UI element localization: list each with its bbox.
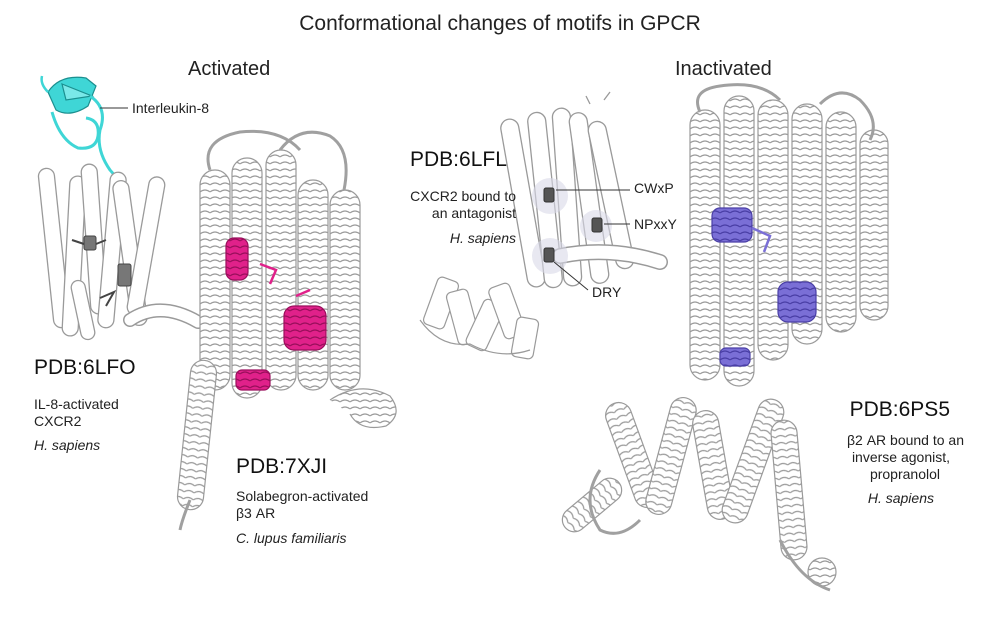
desc-7xji-line2: β3 AR (236, 505, 276, 521)
7xji-loops (178, 129, 348, 531)
6lfl-callout-lines (553, 189, 630, 291)
desc-6lfo-line2: CXCR2 (34, 413, 82, 429)
desc-6ps5-line3: propranolol (869, 466, 940, 482)
7xji-motifs (225, 237, 327, 391)
section-activated: Activated (188, 58, 271, 80)
6ps5-motifs (711, 207, 817, 367)
pdb-6lfl: PDB:6LFL (410, 148, 507, 171)
7xji-helix-bundle (176, 149, 397, 511)
desc-7xji-line1: Solabegron-activated (236, 488, 369, 504)
structure-6ps5 (561, 83, 889, 592)
section-inactivated: Inactivated (675, 58, 772, 80)
label-dry: DRY (592, 284, 622, 300)
structure-6lfo (37, 75, 205, 341)
structure-7xji (176, 129, 397, 531)
label-npxxy: NPxxY (634, 216, 677, 232)
desc-6lfl-line1: CXCR2 bound to (410, 188, 516, 204)
6lfl-motifs (532, 178, 612, 274)
label-cwxp: CWxP (634, 180, 674, 196)
desc-6lfl-line2: an antagonist (431, 205, 516, 221)
species-6lfo: H. sapiens (34, 437, 101, 453)
desc-6ps5-line2: inverse agonist, (851, 449, 950, 465)
structure-6lfl (419, 91, 668, 360)
species-6lfl: H. sapiens (449, 230, 516, 246)
6ps5-loops (588, 83, 875, 592)
interleukin-8-ligand (40, 75, 119, 191)
desc-6ps5-line1: β2 AR bound to an (846, 432, 964, 448)
6lfo-helix-bundle (37, 163, 205, 341)
species-7xji: C. lupus familiaris (236, 530, 347, 546)
6lfo-motifs (71, 235, 132, 307)
6lfl-intracellular-domain (419, 276, 540, 360)
figure-title: Conformational changes of motifs in GPCR (299, 12, 701, 35)
desc-6lfo-line1: IL-8-activated (34, 396, 119, 412)
pdb-7xji: PDB:7XJI (236, 455, 328, 478)
label-interleukin-8: Interleukin-8 (132, 100, 210, 116)
pdb-6ps5: PDB:6PS5 (849, 398, 950, 421)
pdb-6lfo: PDB:6LFO (34, 356, 136, 379)
species-6ps5: H. sapiens (867, 490, 934, 506)
6ps5-lower-domain (561, 397, 837, 587)
